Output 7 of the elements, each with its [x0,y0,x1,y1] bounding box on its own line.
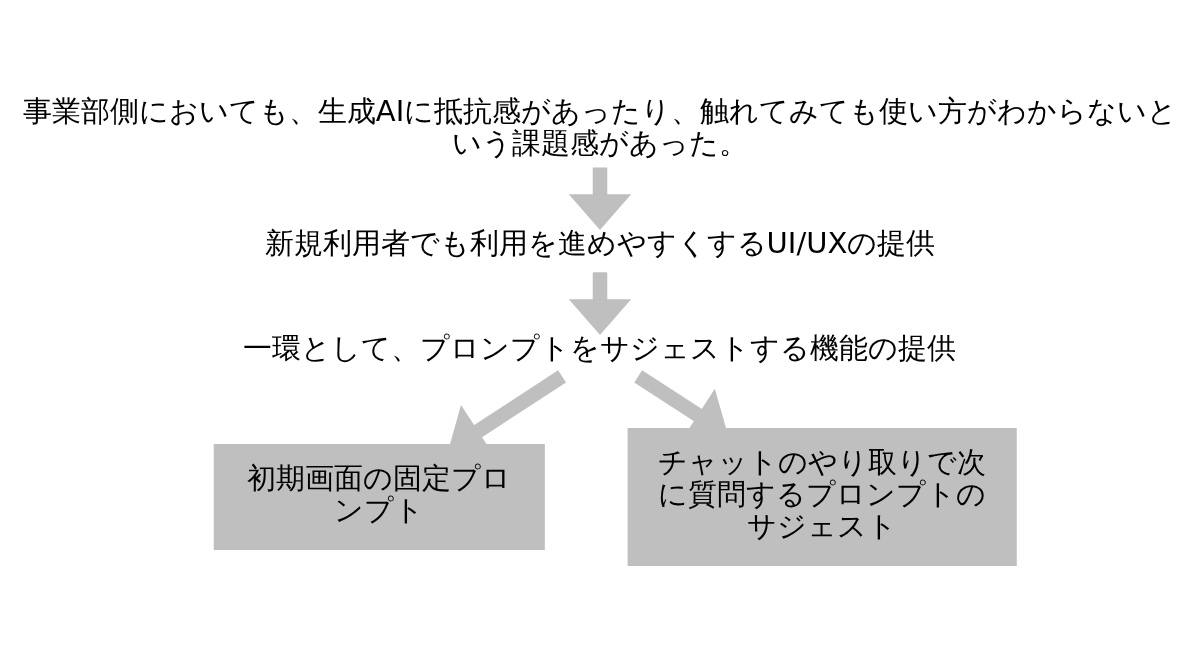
node-box: チャットのやり取りで次に質問するプロンプトのサジェスト [627,427,1017,566]
node-text: 新規利用者でも利用を進めやすくするUI/UXの提供 [264,225,936,260]
arrow [568,167,632,231]
arrow [568,272,632,336]
node-text: 一環として、プロンプトをサジェストする機能の提供 [243,330,957,365]
node-box: 初期画面の固定プロンプト [213,443,545,550]
node-text: 事業部側においても、生成AIに抵抗感があったり、触れてみても使い方がわからないという課題感があった。 [22,93,1178,160]
